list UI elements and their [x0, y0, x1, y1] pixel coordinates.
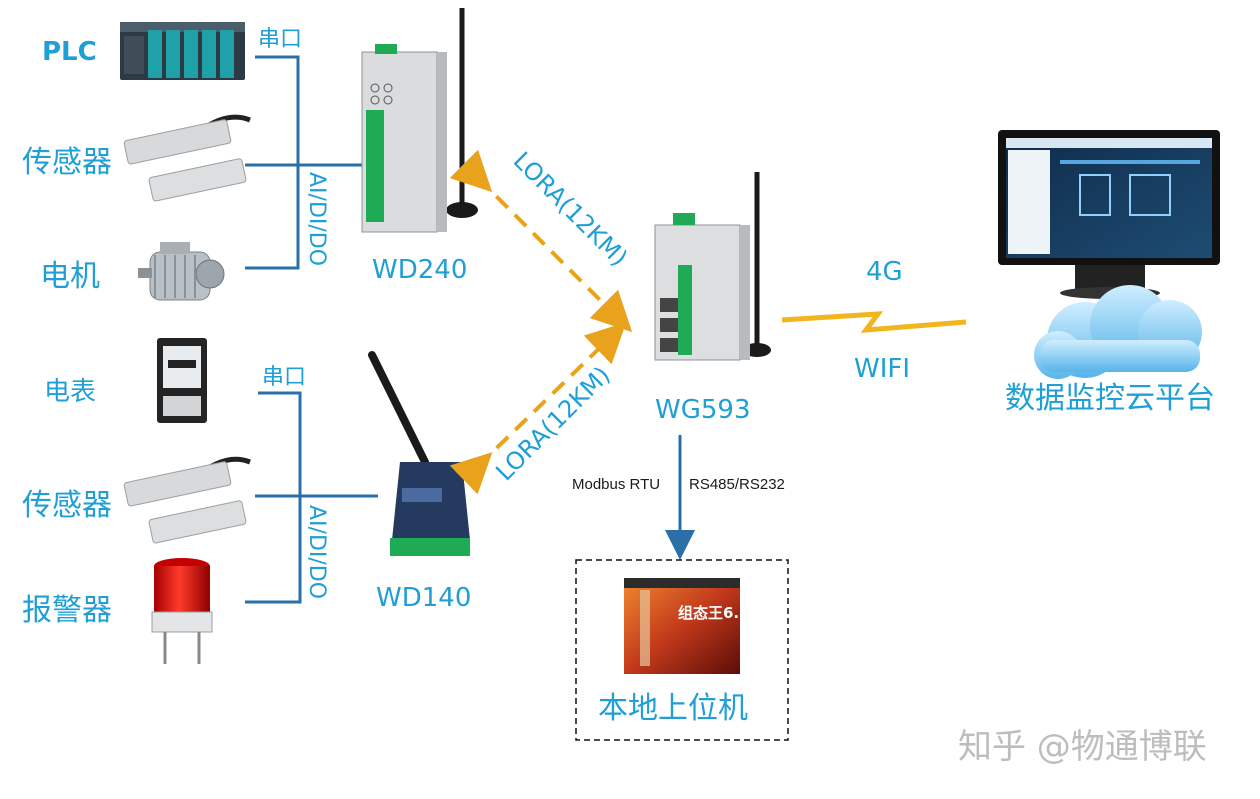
serial-label-bottom: 串口 [262, 365, 306, 390]
electric-motor-icon [138, 242, 225, 301]
uplink-wifi-label: WIFI [854, 354, 910, 384]
motor-label: 电机 [40, 259, 100, 294]
wg593-gateway-icon [654, 172, 771, 361]
lora-link-bottom [449, 322, 627, 495]
alarm-light-icon [151, 558, 213, 664]
local-host-box [575, 559, 789, 741]
serial-label-top: 串口 [258, 27, 302, 52]
meter-label: 电表 [44, 377, 96, 407]
bottom-wiring [245, 391, 378, 604]
scada-software-icon: 组态王6.53 [624, 578, 760, 674]
sensor-top-label: 传感器 [22, 145, 112, 180]
alarm-label: 报警器 [22, 593, 112, 628]
lora-label-bottom: LORA(12KM) [490, 361, 615, 486]
lightning-link-icon [781, 311, 967, 333]
plc-label: PLC [42, 37, 97, 67]
modbus-label: Modbus RTU [572, 476, 660, 493]
electric-meter-icon [157, 338, 207, 423]
wd240-label: WD240 [372, 255, 467, 285]
scada-product-text: 组态王6.53 [678, 604, 760, 622]
magnetic-sensor-icon [123, 456, 251, 544]
local-host-label: 本地上位机 [598, 691, 748, 726]
plc-module-icon [120, 22, 245, 80]
wd140-device-icon [368, 351, 470, 556]
magnetic-sensor-icon [123, 114, 251, 202]
top-wiring [245, 55, 362, 270]
cloud-monitor-icon [998, 130, 1220, 379]
wg593-label: WG593 [655, 395, 750, 425]
wd240-device-icon [361, 8, 478, 233]
lora-link-top [449, 149, 633, 333]
wd140-label: WD140 [376, 583, 471, 613]
rs485-label: RS485/RS232 [689, 476, 785, 493]
watermark: 知乎 @物通博联 [958, 727, 1207, 767]
lora-label-top: LORA(12KM) [508, 146, 633, 271]
uplink-4g-label: 4G [866, 257, 903, 287]
io-label-top: AI/DI/DO [304, 172, 329, 266]
sensor-bottom-label: 传感器 [22, 488, 112, 523]
cloud-platform-label: 数据监控云平台 [1005, 381, 1215, 416]
io-label-bottom: AI/DI/DO [304, 505, 329, 599]
